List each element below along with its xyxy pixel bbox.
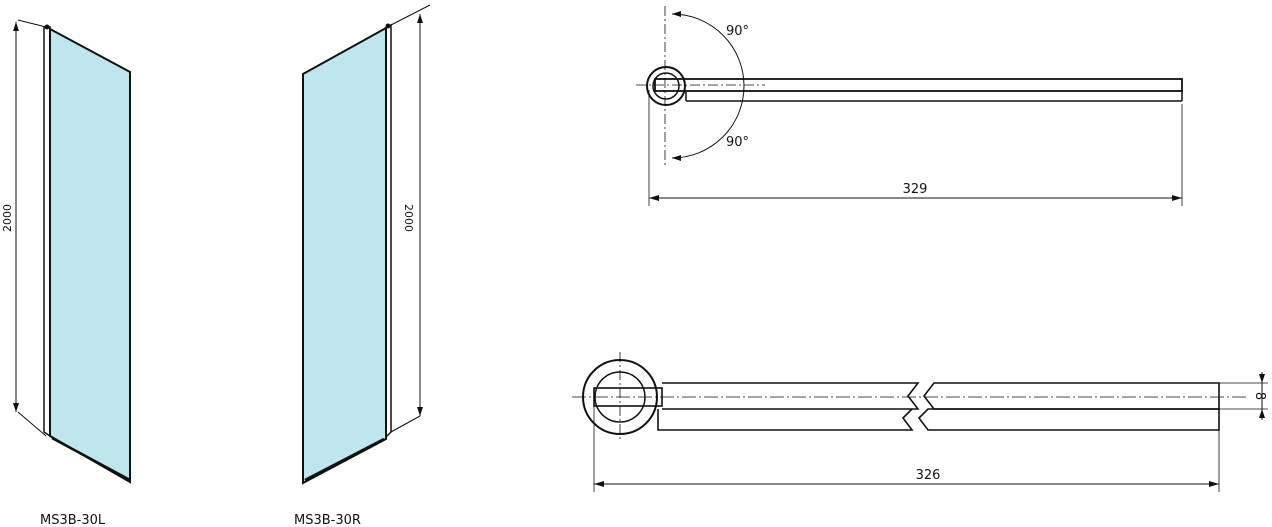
glass-panel-right bbox=[302, 26, 387, 485]
thickness-dim: 8 bbox=[1252, 392, 1267, 400]
top-view: 90° 90° 329 bbox=[636, 6, 1183, 206]
bottom-view: 8 326 bbox=[572, 352, 1268, 492]
angle-bottom-label: 90° bbox=[726, 135, 749, 150]
panel-left-model-label: MS3B-30L bbox=[40, 513, 106, 527]
panel-right-model-label: MS3B-30R bbox=[294, 513, 361, 527]
panel-left: 2000 MS3B-30L bbox=[1, 19, 131, 527]
angle-top-label: 90° bbox=[726, 24, 749, 39]
panel-right: 2000 MS3B-30R bbox=[294, 4, 431, 527]
panel-right-height-dim: 2000 bbox=[402, 204, 415, 232]
top-view-width-dim: 329 bbox=[903, 182, 928, 197]
bottom-view-width-dim: 326 bbox=[916, 468, 941, 483]
glass-panel-left bbox=[49, 27, 131, 484]
panel-left-height-dim: 2000 bbox=[1, 204, 14, 232]
